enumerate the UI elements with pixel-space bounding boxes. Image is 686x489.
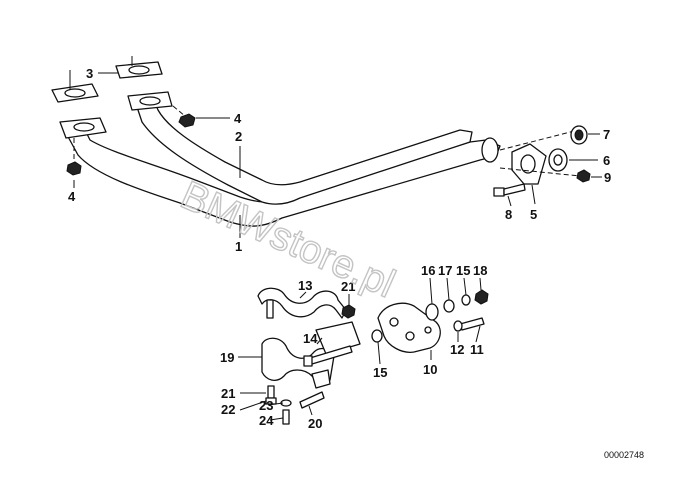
flange-5 [511,143,547,185]
leader-lines [73,72,602,421]
bolt-21-lower [267,385,275,399]
pipe-end-ring [481,137,499,163]
callout-18: 18 [473,263,487,278]
bracket-hole [405,331,415,341]
callout-8: 8 [505,207,512,222]
dashed-guide [499,129,579,151]
flange-hole [139,96,161,106]
bolt-24 [282,409,290,425]
callout-3: 3 [86,66,93,81]
callout-22: 22 [221,402,235,417]
spacer-17 [443,299,455,313]
callout-16: 16 [421,263,435,278]
front-pipe-upper [135,99,473,205]
spring-cup-7 [570,125,588,145]
bracket-hole [389,317,399,327]
callout-12: 12 [450,342,464,357]
nut-4-upper [178,113,196,128]
bolt-14-head [303,355,313,367]
callout-numbers: 1 2 3 4 4 5 6 7 8 9 10 11 12 13 14 15 15… [68,66,611,431]
callout-24: 24 [259,413,274,428]
callout-17: 17 [438,263,452,278]
sealing-ring-6 [548,148,568,172]
callout-10: 10 [423,362,437,377]
callout-15-lower: 15 [373,365,387,380]
dashed-guide [499,167,581,177]
washer-12 [453,320,463,332]
clamp-13 [257,287,347,319]
callout-19: 19 [220,350,234,365]
callout-4-lower: 4 [68,189,76,204]
callout-7: 7 [603,127,610,142]
washer-15 [461,294,471,306]
callout-2: 2 [235,129,242,144]
bracket-assembly [257,287,489,425]
front-pipe-assembly [51,56,501,227]
callout-21-upper: 21 [341,279,355,294]
callout-1: 1 [235,239,242,254]
callout-4-upper: 4 [234,111,242,126]
gasket-hole [128,65,150,75]
nut-18 [474,289,489,305]
gasket-hole [64,88,86,98]
callout-14: 14 [303,331,318,346]
nut-4-lower [66,161,82,176]
bracket-10 [377,302,441,353]
callout-11: 11 [470,342,484,357]
callout-6: 6 [603,153,610,168]
bracket-hole [424,326,432,334]
bolt-8 [493,183,526,197]
diagram-code: 00002748 [604,450,644,460]
bushing-16 [425,303,439,321]
clamp-bolt [266,299,274,319]
callout-20: 20 [308,416,322,431]
nut-9 [576,169,591,183]
flange-hole [73,122,95,132]
bolt-20 [299,391,325,409]
callout-9: 9 [604,170,611,185]
callout-15-upper: 15 [456,263,470,278]
dashed-guide [172,105,186,117]
callout-23: 23 [259,398,273,413]
lug-19 [311,369,331,389]
screw-11 [459,317,485,331]
callout-13: 13 [298,278,312,293]
washer-15-lower [371,329,383,343]
callout-21-lower: 21 [221,386,235,401]
callout-5: 5 [530,207,537,222]
